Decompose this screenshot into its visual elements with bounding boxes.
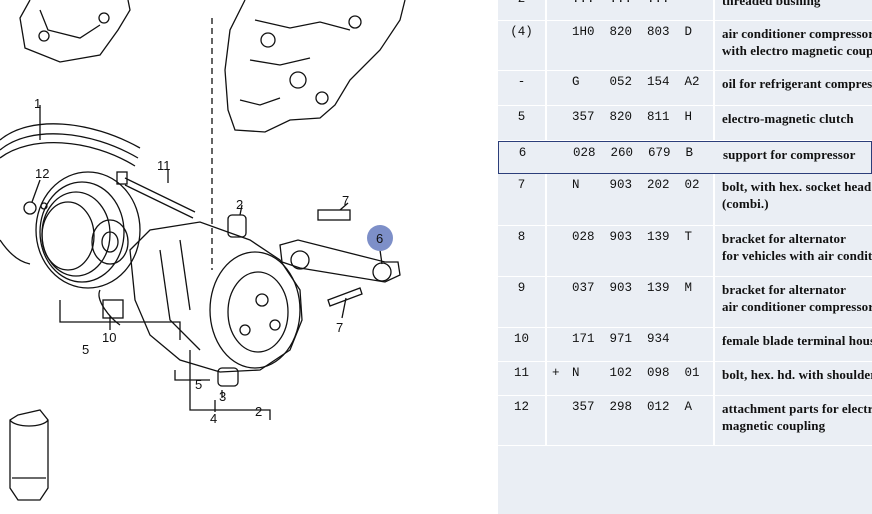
callout-6[interactable]: 6 [376,231,383,246]
table-row[interactable]: - G 052 154 A2 oil for refrigerant compr… [498,71,872,106]
callout-2-upper[interactable]: 2 [236,197,243,212]
callout-5-lower[interactable]: 5 [195,377,202,392]
diagram-drawing: 1 11 12 2 7 6 7 10 5 5 3 4 2 [0,0,406,501]
callout-5-left[interactable]: 5 [82,342,89,357]
parts-list-table: 2 ... ... ... threaded bushing (4) 1H0 8… [498,0,872,514]
callout-6-highlight[interactable] [367,225,393,251]
table-row[interactable]: 2 ... ... ... threaded bushing [498,0,872,21]
table-row[interactable]: 7 N 903 202 02 bolt, with hex. socket he… [498,174,872,226]
exploded-parts-diagram: 1 11 12 2 7 6 7 10 5 5 3 4 2 [0,0,406,501]
table-row[interactable]: (4) 1H0 820 803 D air conditioner compre… [498,21,872,71]
description-line-1: bolt, with hex. socket head [722,179,872,194]
column-divider [545,0,547,446]
description-line-2: for vehicles with air conditioner [722,248,872,263]
callout-11[interactable]: 11 [157,158,171,173]
plus-mark: + [552,366,560,380]
table-row-selected[interactable]: 6 028 260 679 B support for compressor [498,141,872,174]
callout-10[interactable]: 10 [102,330,116,345]
callout-7-lower[interactable]: 7 [336,320,343,335]
callout-12[interactable]: 12 [35,166,49,181]
table-row[interactable]: 11 + N 102 098 01 bolt, hex. hd. with sh… [498,362,872,396]
description-line-1: air conditioner compressor [722,26,872,41]
callout-7-upper[interactable]: 7 [342,193,349,208]
description-line-2: magnetic coupling [722,418,826,433]
description-line-2: with electro magnetic coupling [722,43,872,58]
table-row[interactable]: 10 171 971 934 female blade terminal hou… [498,328,872,362]
callout-1[interactable]: 1 [34,96,41,111]
description-line-1: bracket for alternator [722,231,846,246]
description-line-2: air conditioner compressor [722,299,872,314]
table-row[interactable]: 12 357 298 012 A attachment parts for el… [498,396,872,446]
callout-4[interactable]: 4 [210,411,217,426]
column-divider [713,0,715,446]
table-row[interactable]: 5 357 820 811 H electro-magnetic clutch [498,106,872,141]
description-line-2: (combi.) [722,196,769,211]
description-line-1: bracket for alternator [722,282,846,297]
callout-2-lower[interactable]: 2 [255,404,262,419]
description-line-1: attachment parts for electro [722,401,872,416]
callout-3[interactable]: 3 [219,389,226,404]
